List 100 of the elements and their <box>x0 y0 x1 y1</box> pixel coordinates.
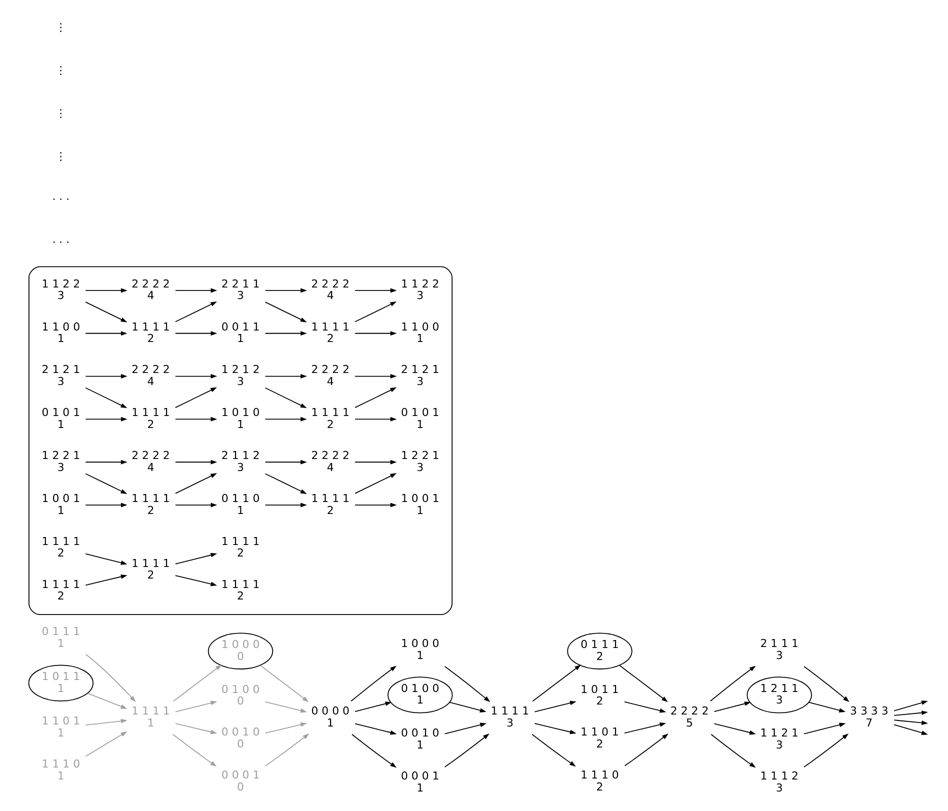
arrow <box>444 666 490 702</box>
node-text: 2 2 2 2 4 <box>310 277 349 302</box>
arrow <box>174 723 217 734</box>
label: ⋮ <box>54 107 66 120</box>
arrow <box>808 702 846 712</box>
node-text: 1 1 1 1 2 <box>310 320 349 346</box>
arrow <box>264 288 306 293</box>
arrow <box>174 552 217 564</box>
node-text: 1 1 1 1 2 <box>220 534 260 560</box>
arrow <box>803 734 848 768</box>
arrow <box>893 720 928 725</box>
arrow <box>84 460 127 464</box>
arrow <box>174 288 217 293</box>
node-text: 1 1 1 1 2 <box>220 578 260 603</box>
arrow <box>84 302 127 322</box>
node-text: 2 2 2 2 5 <box>670 704 708 730</box>
node-text: 1 1 1 1 2 <box>131 406 170 431</box>
node-text: 2 1 2 1 3 <box>41 363 80 388</box>
node-text: 1 0 0 1 1 <box>400 492 439 517</box>
arrow <box>624 701 666 713</box>
arrow <box>174 387 217 408</box>
node-text: 0 1 0 1 1 <box>400 406 439 431</box>
arrow <box>259 664 308 702</box>
arrow <box>713 723 756 735</box>
node-text: 1 1 0 0 1 <box>400 320 439 346</box>
node-text: 1 1 1 1 2 <box>310 492 349 517</box>
arrow <box>624 734 668 766</box>
arrow <box>174 416 217 422</box>
arrow <box>532 664 581 702</box>
label: ⋮ <box>54 64 66 78</box>
node-text: 1 1 0 1 1 <box>41 714 80 740</box>
arrow <box>448 702 486 712</box>
arrow <box>354 288 396 293</box>
node-text: 1 2 2 1 3 <box>400 449 439 474</box>
node-text: 0 0 0 0 1 <box>310 704 349 730</box>
node-text: 1 0 0 0 1 <box>400 637 439 662</box>
node-text: 2 2 2 2 4 <box>131 449 170 474</box>
node-text: 0 0 1 0 1 <box>400 726 439 752</box>
node-text: 2 2 2 2 4 <box>310 363 349 388</box>
node-text: 1 1 1 0 2 <box>580 768 618 794</box>
arrow <box>174 502 217 508</box>
arrow <box>893 724 928 735</box>
arrow <box>534 700 576 712</box>
node-text: 1 2 1 2 3 <box>220 363 260 388</box>
node-text: 2 1 1 1 3 <box>760 637 798 662</box>
arrow <box>624 722 666 734</box>
node-text: 1 2 2 1 3 <box>41 449 80 474</box>
node-text: 1 1 1 1 2 <box>310 406 349 431</box>
arrow <box>350 666 396 702</box>
node-ellipse: 1 0 1 1 1 <box>28 664 94 702</box>
label: · · · <box>52 192 70 206</box>
node-text: 1 0 0 1 1 <box>41 492 80 517</box>
node-text: 2 2 2 2 4 <box>310 449 349 474</box>
arrow <box>264 473 306 494</box>
arrow <box>444 734 489 768</box>
arrow <box>803 722 846 734</box>
arrow <box>264 331 306 336</box>
arrow <box>174 575 217 586</box>
arrow <box>803 666 849 702</box>
node-text: 2 2 2 2 4 <box>131 277 170 302</box>
node-text: 1 1 1 0 1 <box>41 758 80 782</box>
arrow <box>351 734 396 768</box>
node-text: 1 1 1 2 3 <box>760 769 798 794</box>
node-text: 2 1 2 1 3 <box>400 363 439 388</box>
arrow <box>710 734 756 768</box>
arrow <box>84 473 127 494</box>
node-text: 0 0 1 0 0 <box>220 726 260 751</box>
node-text: 1 1 1 1 2 <box>131 556 170 582</box>
arrow <box>531 734 576 767</box>
arrow <box>174 301 217 322</box>
arrow <box>618 664 668 702</box>
arrow <box>354 301 396 322</box>
arrow <box>84 387 127 408</box>
arrow <box>893 700 928 712</box>
arrow <box>84 654 136 702</box>
arrow <box>84 288 127 293</box>
arrow <box>174 700 217 712</box>
node-ellipse: 1 2 1 1 3 <box>746 676 812 714</box>
arrow <box>354 502 396 508</box>
node-text: 1 1 1 1 1 <box>131 704 170 730</box>
arrow <box>534 723 576 734</box>
cluster <box>28 266 452 616</box>
arrow <box>264 387 306 408</box>
arrow <box>354 702 392 712</box>
arrow <box>84 574 127 586</box>
arrow <box>84 731 127 757</box>
node-text: 1 1 1 1 2 <box>41 578 80 603</box>
arrow <box>354 473 396 494</box>
arrow <box>264 722 306 734</box>
arrow <box>174 473 217 494</box>
arrow <box>713 702 750 712</box>
node-text: 0 0 0 1 0 <box>220 768 260 794</box>
arrow <box>84 553 127 565</box>
node-text: 0 0 0 1 1 <box>400 769 439 794</box>
arrow <box>84 718 127 726</box>
label: ⋮ <box>54 21 66 34</box>
arrow <box>84 374 127 379</box>
arrow <box>354 331 396 336</box>
arrow <box>354 460 396 464</box>
node-text: 0 1 0 1 1 <box>41 406 80 431</box>
